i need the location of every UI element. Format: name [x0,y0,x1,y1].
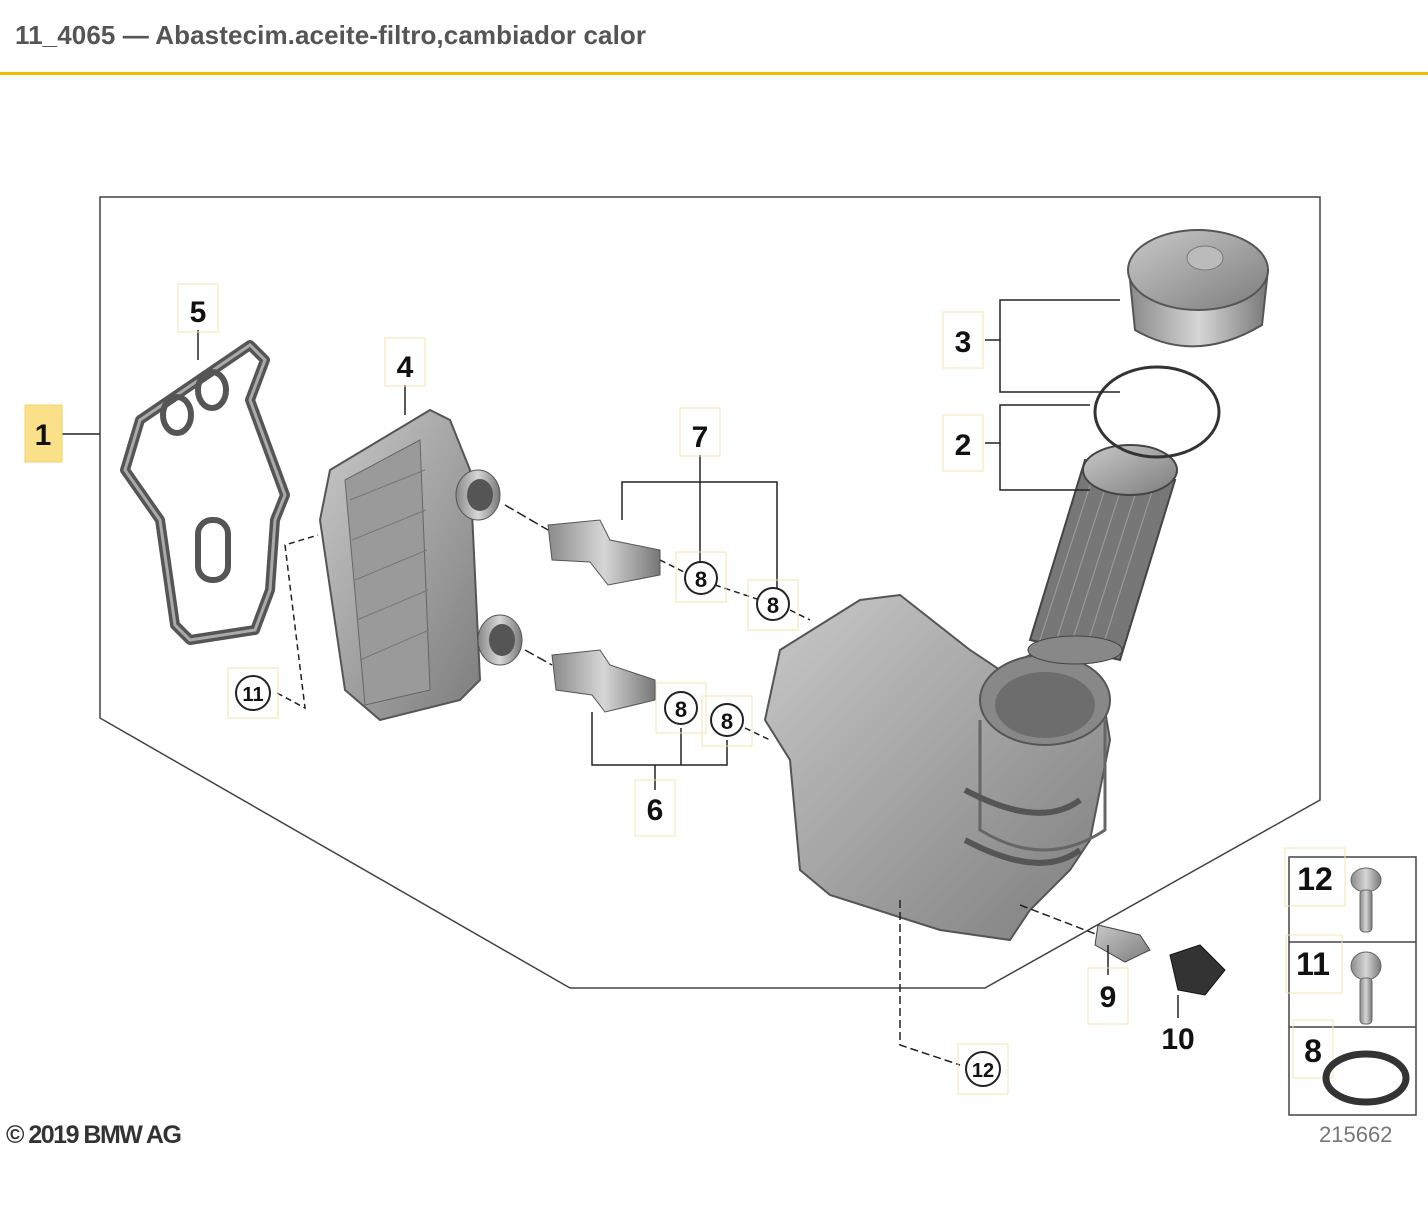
bolt-6-part [551,649,656,713]
sensor-part [1094,924,1151,963]
small-parts-legend: 12 11 8 [1284,847,1417,1116]
svg-text:4: 4 [397,351,414,384]
page-title: 11_4065 — Abastecim.aceite-filtro,cambia… [15,20,647,50]
image-number: 215662 [1319,1122,1393,1147]
hex-bolt-icon [1350,867,1382,933]
callout-12[interactable]: 12 [957,1043,1009,1095]
svg-text:11: 11 [242,684,263,706]
legend-item-8[interactable]: 8 [1292,1019,1410,1106]
svg-text:1: 1 [35,419,52,452]
assembly-boundary [99,196,1321,989]
callout-8d[interactable]: 8 [701,695,753,747]
o-ring-icon [1322,1050,1410,1106]
svg-text:9: 9 [1100,981,1117,1014]
callout-7[interactable]: 7 [679,407,721,457]
svg-text:2: 2 [955,429,972,462]
legend-item-12[interactable]: 12 [1284,847,1382,933]
callout-8a[interactable]: 8 [675,551,727,603]
callout-6[interactable]: 6 [634,779,676,837]
oil-filter-housing-part [763,593,1112,942]
callout-11[interactable]: 11 [227,667,279,719]
copyright: © 2019 BMW AG [6,1121,182,1149]
svg-text:5: 5 [190,296,207,329]
callout-8c[interactable]: 8 [655,682,707,734]
oil-filter-element-part [1027,444,1178,665]
svg-text:8: 8 [1304,1033,1322,1069]
svg-text:10: 10 [1161,1023,1194,1056]
legend-item-11[interactable]: 11 [1285,934,1382,1025]
svg-text:8: 8 [695,567,707,592]
callout-5[interactable]: 5 [177,283,219,333]
callout-8b[interactable]: 8 [747,579,799,631]
callout-3[interactable]: 3 [942,311,984,369]
page-header: 11_4065 — Abastecim.aceite-filtro,cambia… [0,0,1428,75]
socket-bolt-icon [1350,951,1382,1025]
svg-text:12: 12 [972,1060,994,1082]
callout-4[interactable]: 4 [384,337,426,387]
svg-text:8: 8 [721,709,733,734]
callout-1[interactable]: 1 [24,404,63,463]
gasket-part [120,340,290,645]
callout-10[interactable]: 10 [1161,1023,1194,1056]
svg-text:3: 3 [955,326,972,359]
heat-exchanger-part [318,408,523,722]
leader-lines [62,299,1179,1066]
svg-text:7: 7 [692,421,709,454]
o-ring-part [1093,365,1221,459]
svg-text:6: 6 [647,794,664,827]
svg-text:8: 8 [767,593,779,618]
filter-cap-part [1127,229,1270,348]
connector-part [1169,944,1226,996]
svg-text:12: 12 [1297,861,1333,897]
callout-2[interactable]: 2 [942,414,984,472]
svg-text:8: 8 [675,697,687,722]
bolt-7-part [547,519,661,586]
callout-9[interactable]: 9 [1087,967,1129,1025]
svg-text:11: 11 [1296,946,1330,982]
